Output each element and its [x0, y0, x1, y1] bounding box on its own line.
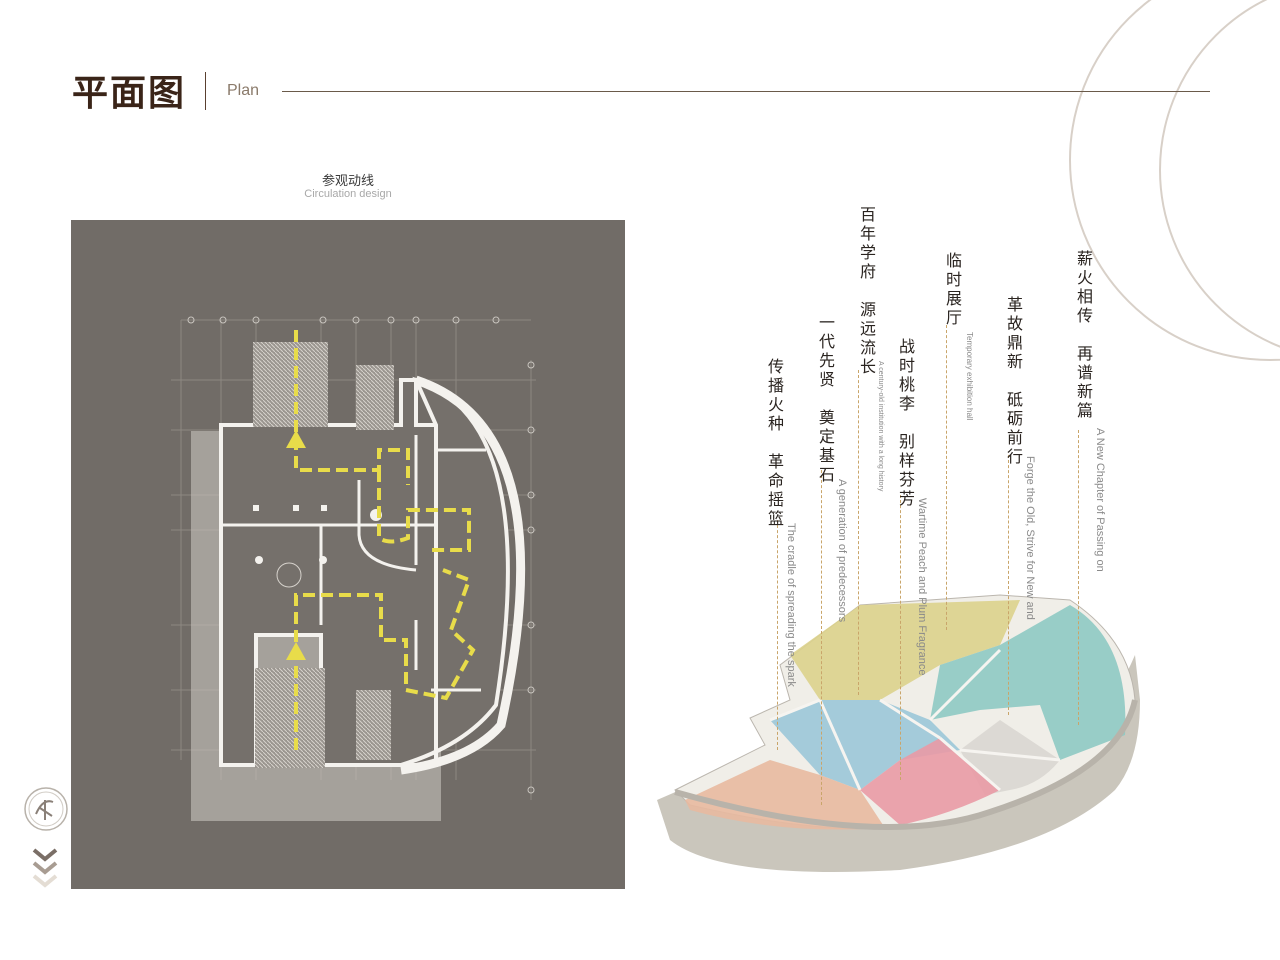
zone-blue — [770, 700, 960, 790]
leader-line-5 — [946, 325, 947, 630]
section-title-cn: 百年学府 源远流长 — [857, 206, 876, 377]
stairwell-south — [356, 690, 391, 760]
section-label-4: 战时桃李 别样芬芳 Wartime Peach and Plum Fragran… — [895, 338, 929, 676]
section-title-en: Forge the Old, Strive for New and — [1024, 456, 1036, 620]
section-label-1: 传播火种 革命摇篮 The cradle of spreading the sp… — [764, 358, 798, 687]
section-title-cn: 传播火种 革命摇篮 — [765, 358, 784, 529]
zone-yellow — [790, 600, 1020, 700]
zone-teal — [930, 605, 1126, 760]
page-title: 平面图 — [72, 72, 187, 114]
section-label-7: 薪火相传 再谱新篇 A New Chapter of Passing on — [1073, 250, 1107, 572]
route-arrows — [286, 430, 306, 660]
zone-orange — [685, 760, 885, 830]
section-title-cn: 一代先贤 奠定基石 — [816, 314, 835, 485]
section-title-en: Wartime Peach and Plum Fragrance — [916, 498, 928, 676]
leader-line-2 — [821, 470, 822, 805]
plan-caption-en: Circulation design — [304, 188, 392, 200]
section-label-3: 百年学府 源远流长 A century-old institution with… — [856, 206, 885, 491]
section-label-6: 革故鼎新 砥砺前行 Forge the Old, Strive for New … — [1003, 296, 1037, 620]
section-title-en: A generation of predecessors — [836, 479, 848, 623]
leader-line-4 — [900, 495, 901, 780]
leader-line-1 — [777, 520, 778, 750]
page-subtitle: Plan — [227, 82, 260, 99]
section-title-cn: 薪火相传 再谱新篇 — [1074, 250, 1093, 421]
floor-plan-panel — [71, 220, 625, 889]
section-title-en: A New Chapter of Passing on — [1094, 428, 1106, 572]
logo-seal-icon — [24, 787, 68, 831]
entrance-steps — [255, 668, 325, 768]
leader-line-3 — [858, 370, 859, 695]
stairwell-east — [356, 365, 394, 430]
section-title-en: A century-old institution with a long hi… — [877, 361, 884, 492]
leader-line-6 — [1008, 455, 1009, 715]
leader-line-7 — [1078, 430, 1079, 725]
section-label-5: 临时展厅 Temporary exhibition hall — [942, 252, 976, 421]
section-title-en: Temporary exhibition hall — [965, 332, 974, 421]
stairwell-north — [253, 342, 328, 427]
floor-plan-drawing — [171, 316, 536, 821]
section-title-cn: 战时桃李 别样芬芳 — [896, 338, 915, 509]
section-title-en: The cradle of spreading the spark — [785, 523, 797, 687]
title-rule — [282, 91, 1210, 92]
section-title-cn: 临时展厅 — [943, 252, 962, 328]
section-title-cn: 革故鼎新 砥砺前行 — [1004, 296, 1023, 467]
plan-caption-cn: 参观动线 — [321, 174, 374, 189]
section-label-2: 一代先贤 奠定基石 A generation of predecessors — [815, 314, 849, 622]
chevron-down-icon — [32, 848, 58, 888]
title-divider — [205, 72, 206, 110]
